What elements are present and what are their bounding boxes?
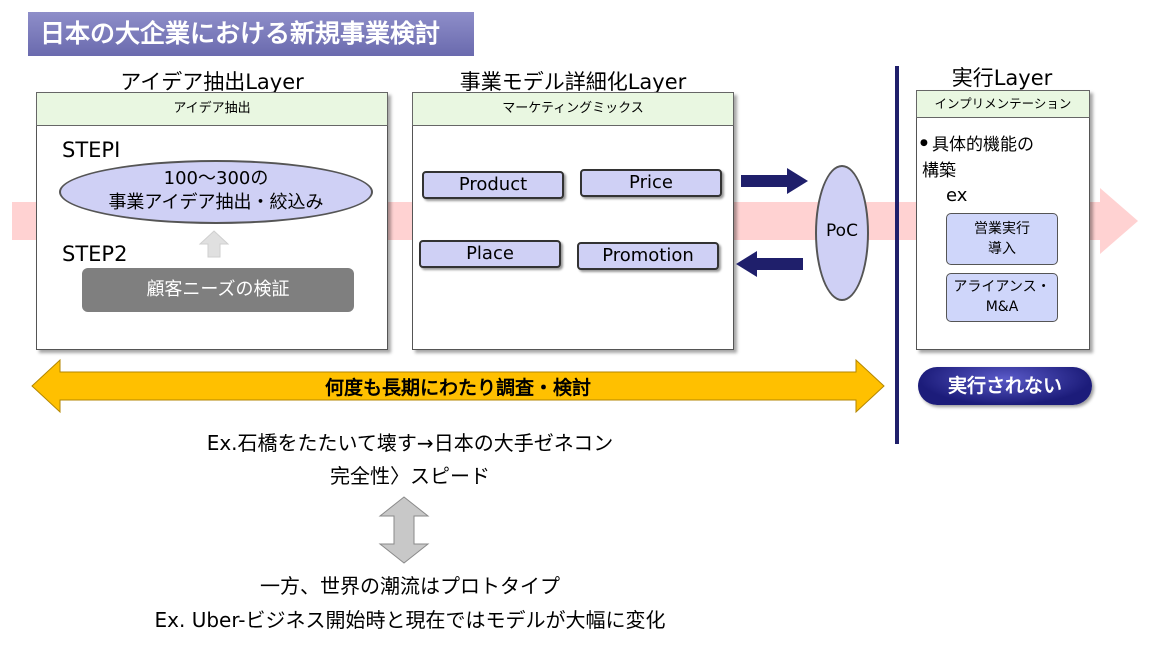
- execute-layer-title: 実行Layer: [951, 66, 1053, 90]
- execute-line1: 具体的機能の: [932, 135, 1034, 155]
- model-layer-title: 事業モデル詳細化Layer: [459, 70, 687, 94]
- alliance-ma-line1: アライアンス・: [953, 279, 1051, 295]
- idea-extraction-line1: 100～300の: [163, 168, 269, 189]
- execute-panel-header: インプリメンテーション: [916, 90, 1090, 118]
- arrow-right-to-poc: [741, 168, 808, 194]
- place-box: Place: [419, 240, 561, 268]
- layer-divider: [895, 66, 899, 444]
- product-box: Product: [422, 171, 564, 199]
- alliance-ma-box: アライアンス・ M&A: [946, 273, 1058, 322]
- execute-ex-label: ex: [946, 185, 968, 206]
- note-line4: Ex. Uber-ビジネス開始時と現在ではモデルが大幅に変化: [154, 608, 666, 632]
- model-panel-header: マーケティングミックス: [412, 92, 734, 126]
- long-term-double-arrow: [31, 358, 885, 414]
- sales-execution-box: 営業実行 導入: [946, 213, 1058, 265]
- alliance-ma-line2: M&A: [985, 299, 1019, 315]
- up-arrow-icon: [198, 230, 230, 258]
- poc-label: PoC: [826, 221, 858, 241]
- idea-panel-header: アイデア抽出: [36, 92, 388, 126]
- execute-bullet: ●: [920, 138, 928, 148]
- arrow-left-from-poc: [736, 251, 803, 277]
- customer-needs-box: 顧客ニーズの検証: [82, 268, 354, 312]
- execute-line2: 構築: [922, 161, 956, 181]
- idea-extraction-ellipse: 100～300の 事業アイデア抽出・絞込み: [59, 160, 373, 224]
- idea-layer-title: アイデア抽出Layer: [120, 70, 304, 94]
- model-panel: [412, 92, 734, 350]
- not-executed-badge: 実行されない: [918, 367, 1092, 405]
- vertical-double-arrow: [378, 496, 430, 564]
- band-arrowhead: [1100, 188, 1138, 254]
- step2-label: STEP2: [62, 242, 128, 266]
- sales-execution-line2: 導入: [988, 241, 1016, 257]
- idea-extraction-line2: 事業アイデア抽出・絞込み: [108, 192, 324, 213]
- poc-ellipse: [815, 165, 869, 301]
- price-box: Price: [580, 169, 722, 197]
- note-line1: Ex.石橋をたたいて壊す→日本の大手ゼネコン: [206, 431, 614, 455]
- note-line2: 完全性〉スピード: [330, 464, 490, 488]
- step1-label: STEPⅠ: [62, 138, 121, 162]
- sales-execution-line1: 営業実行: [974, 221, 1030, 237]
- page-title: 日本の大企業における新規事業検討: [28, 12, 474, 56]
- note-line3: 一方、世界の潮流はプロトタイプ: [260, 574, 560, 598]
- promotion-box: Promotion: [577, 242, 719, 270]
- long-term-arrow-label: 何度も長期にわたり調査・検討: [324, 377, 591, 399]
